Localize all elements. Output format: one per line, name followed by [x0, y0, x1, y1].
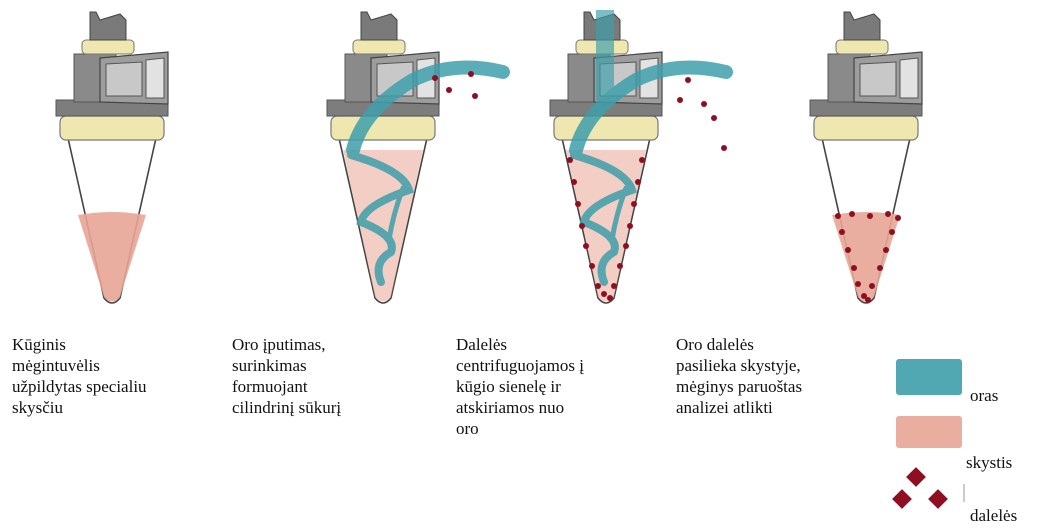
- particle: [845, 247, 851, 253]
- legend: [892, 359, 964, 509]
- stage-4-caption: Oro dalelės pasilieka skystyje, mėginys …: [676, 334, 876, 418]
- top-ring: [353, 40, 405, 54]
- particle: [721, 145, 727, 151]
- air-exhaust: [596, 10, 614, 100]
- particle: [711, 115, 717, 121]
- stage-2: [327, 12, 503, 303]
- particle: [631, 201, 637, 207]
- legend-label-particles: dalelės: [970, 506, 1017, 526]
- particle: [849, 211, 855, 217]
- particle: [595, 283, 601, 289]
- inlet-window: [860, 62, 896, 96]
- tube-cap: [331, 116, 435, 140]
- tube-cap: [554, 116, 658, 140]
- particle: [571, 179, 577, 185]
- particle: [885, 211, 891, 217]
- top-stem: [361, 12, 397, 40]
- particle: [677, 97, 683, 103]
- particle: [617, 263, 623, 269]
- particle: [851, 265, 857, 271]
- particle: [446, 87, 452, 93]
- inlet-opening: [146, 58, 164, 98]
- particle: [869, 283, 875, 289]
- particle: [883, 247, 889, 253]
- particle: [567, 157, 573, 163]
- particle: [895, 215, 901, 221]
- particle: [835, 213, 841, 219]
- particle: [877, 265, 883, 271]
- particle: [627, 223, 633, 229]
- particle: [472, 93, 478, 99]
- top-stem: [844, 12, 880, 40]
- legend-particle: [906, 467, 926, 487]
- particle: [575, 201, 581, 207]
- stage-3: [550, 10, 727, 303]
- inlet-opening: [900, 58, 918, 98]
- particle: [889, 229, 895, 235]
- legend-label-liquid: skystis: [966, 453, 1012, 473]
- particle: [611, 283, 617, 289]
- particle: [685, 77, 691, 83]
- legend-swatch-air: [896, 359, 962, 395]
- particle: [635, 179, 641, 185]
- particle: [623, 243, 629, 249]
- particle: [865, 297, 871, 303]
- particle: [839, 229, 845, 235]
- stage-4: [810, 12, 922, 303]
- particle: [583, 243, 589, 249]
- tube-cap: [60, 116, 164, 140]
- inlet-window: [106, 62, 142, 96]
- stage-2-caption: Oro įputimas, surinkimas formuojant cili…: [232, 334, 432, 418]
- stage-1-caption: Kūginis mėgintuvėlis užpildytas speciali…: [12, 334, 212, 418]
- stage-1: [56, 12, 168, 303]
- legend-particle: [928, 489, 948, 509]
- particle: [432, 75, 438, 81]
- legend-particle: [892, 489, 912, 509]
- liquid-fill: [78, 212, 146, 302]
- particle: [468, 71, 474, 77]
- particle: [701, 101, 707, 107]
- legend-swatch-particles: [892, 467, 948, 509]
- top-ring: [82, 40, 134, 54]
- liquid-fill: [832, 212, 900, 302]
- legend-label-air: oras: [970, 386, 998, 406]
- particle: [639, 157, 645, 163]
- legend-swatch-liquid: [896, 416, 962, 448]
- particle: [867, 213, 873, 219]
- particle: [855, 281, 861, 287]
- tube-cap: [814, 116, 918, 140]
- particle: [589, 263, 595, 269]
- stage-3-caption: Dalelės centrifuguojamos į kūgio sienelę…: [456, 334, 656, 439]
- top-ring: [836, 40, 888, 54]
- particle: [579, 223, 585, 229]
- particle: [607, 295, 613, 301]
- top-stem: [90, 12, 126, 40]
- particle: [601, 291, 607, 297]
- stages: [56, 10, 922, 303]
